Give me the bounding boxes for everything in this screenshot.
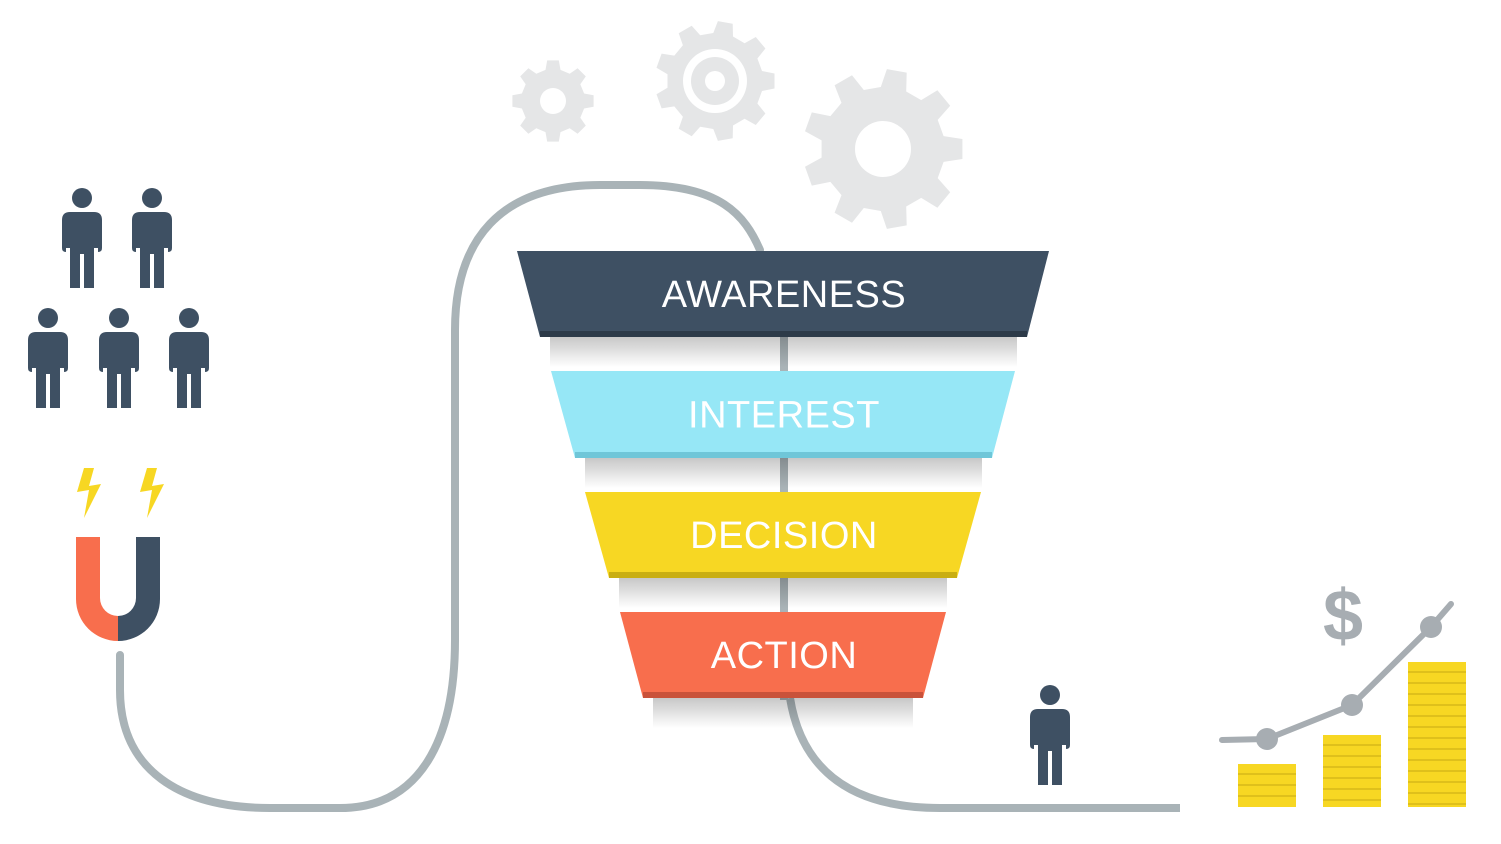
funnel-stage-awareness: AWARENESS [517,251,1049,367]
gear-icon [805,69,963,229]
customer-person-icon [1030,685,1070,785]
gear-icon [656,21,775,141]
gears-group [512,21,963,229]
coin-stack [1323,735,1381,807]
stage-band [585,492,981,578]
funnel-stage-action: ACTION [620,612,946,728]
stage-edge [643,692,923,698]
funnel: AWARENESS INTEREST DECISION ACTION [517,251,1049,728]
stage-edge [575,452,992,458]
person-icon [169,308,209,408]
funnel-stage-interest: INTEREST [551,371,1015,488]
person-icon [62,188,102,288]
journey-path [116,181,764,812]
funnel-stage-decision: DECISION [585,492,981,608]
people-group [28,188,209,408]
person-icon [132,188,172,288]
stage-shadow [550,337,1017,367]
stage-shadow [619,578,947,608]
stage-label: INTEREST [688,395,880,437]
magnet-icon [76,537,160,641]
coin-stack [1238,764,1296,807]
stage-shadow [585,458,982,488]
coin-stacks [1238,662,1466,807]
trend-point [1341,694,1363,716]
stage-label: DECISION [690,515,878,557]
person-icon [28,308,68,408]
stage-label: ACTION [711,635,858,677]
coin-stack [1408,662,1466,807]
stage-band [551,371,1015,458]
lightning-icon [77,468,101,518]
person-icon [99,308,139,408]
stage-band [517,251,1049,337]
gear-icon [512,60,594,142]
trend-point [1420,616,1442,638]
stage-edge [540,331,1027,337]
stage-edge [609,572,957,578]
lightning-bolts [77,468,164,518]
lightning-icon [140,468,164,518]
stage-band [620,612,946,698]
stage-shadow [653,698,913,728]
growth-chart-icon: $ [1219,576,1466,807]
stage-label: AWARENESS [662,274,907,316]
currency-symbol: $ [1323,576,1363,656]
trend-point [1256,728,1278,750]
